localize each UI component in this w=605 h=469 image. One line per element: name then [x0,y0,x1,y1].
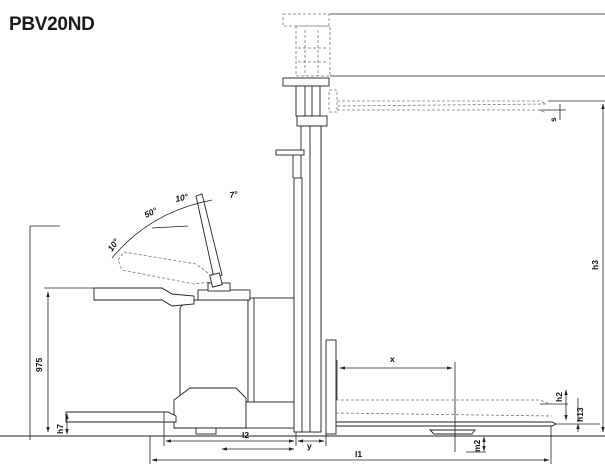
angle-label-4: 7° [229,189,239,200]
raised-forks-dashed [328,89,553,417]
dimension-m2 [466,435,486,453]
label-h13: h13 [575,407,585,422]
label-975: 975 [34,358,44,372]
platform [65,411,177,423]
label-h2: h2 [554,392,564,402]
mast-extension-dashed [282,13,331,77]
label-h7: h7 [55,424,65,434]
tiller-reference-line [151,225,189,229]
label-m2: m2 [472,439,482,452]
label-s: s [548,117,558,122]
handle-alternate-dashed [117,251,213,285]
height-dimensions [540,100,605,433]
tiller-arc [111,199,213,259]
lowered-forks [336,421,558,435]
label-x: x [390,354,395,364]
label-y: y [307,441,312,451]
angle-label-3: 10° [174,191,189,204]
length-dimensions [149,412,552,464]
angle-label-2: 50° [143,205,159,220]
label-h3: h3 [590,260,600,270]
chassis [173,282,295,435]
label-l2: l2 [242,430,249,440]
dimension-975 [29,225,94,440]
steering-handle [93,193,223,307]
label-l1: l1 [355,449,362,459]
dimension-x [336,360,456,452]
model-title: PBV20ND [9,14,95,35]
